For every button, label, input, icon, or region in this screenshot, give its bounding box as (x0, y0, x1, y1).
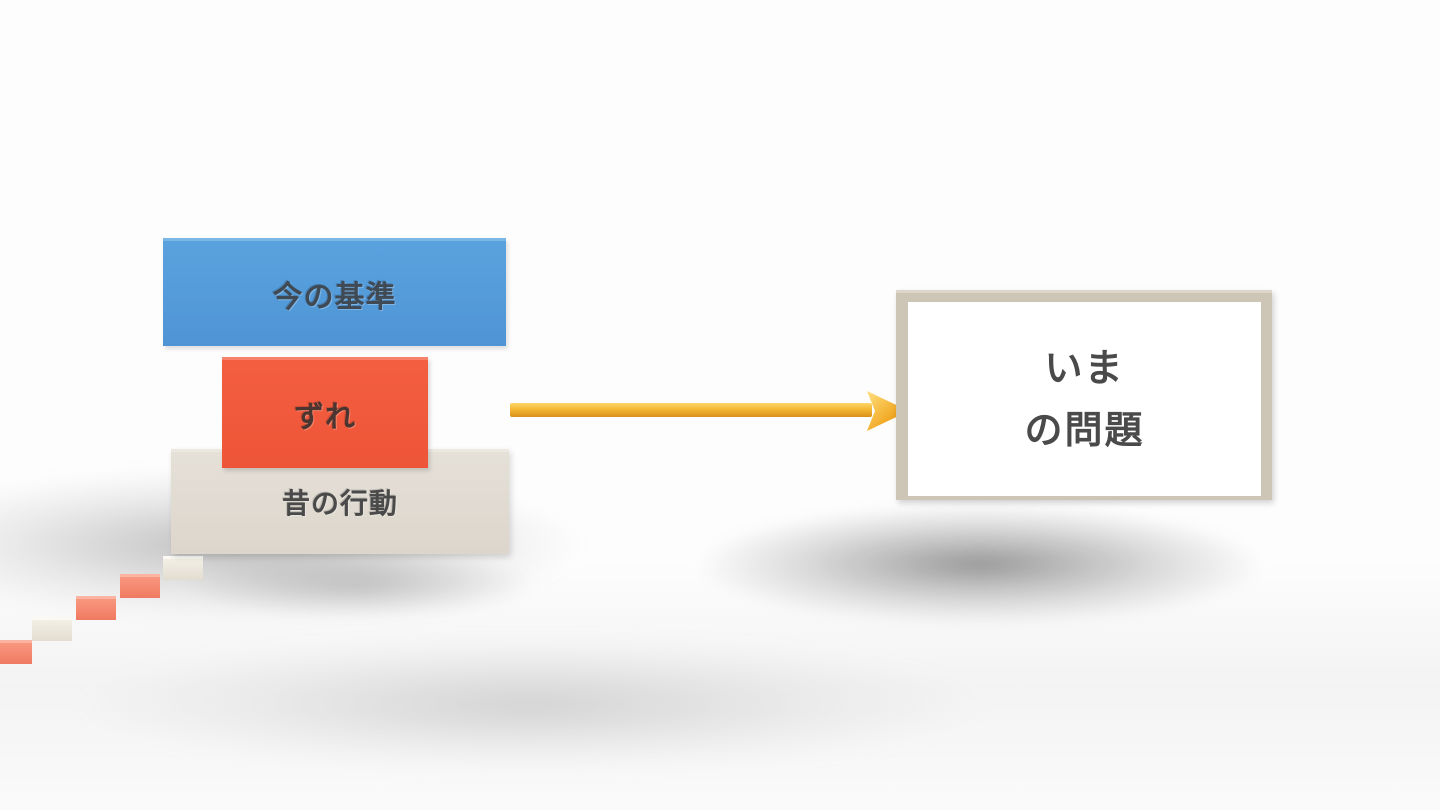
gap-label: ずれ (294, 400, 356, 435)
right-arrow-icon (510, 391, 909, 431)
current-problem-panel: いま の問題 (908, 302, 1261, 496)
current-problem-line2: の問題 (1024, 408, 1145, 452)
current-problem-box: いま の問題 (896, 290, 1272, 500)
stair-step (32, 617, 72, 641)
past-action-label: 昔の行動 (281, 487, 398, 520)
gap-block: ずれ (222, 357, 428, 468)
stair-step (120, 574, 160, 598)
stair-step (76, 596, 116, 620)
stair-step (0, 640, 32, 664)
current-standard-block: 今の基準 (163, 238, 506, 346)
floor-haze (0, 560, 1440, 810)
current-problem-line1: いま (1044, 346, 1125, 390)
current-standard-label: 今の基準 (272, 279, 397, 315)
stair-step (163, 556, 203, 580)
